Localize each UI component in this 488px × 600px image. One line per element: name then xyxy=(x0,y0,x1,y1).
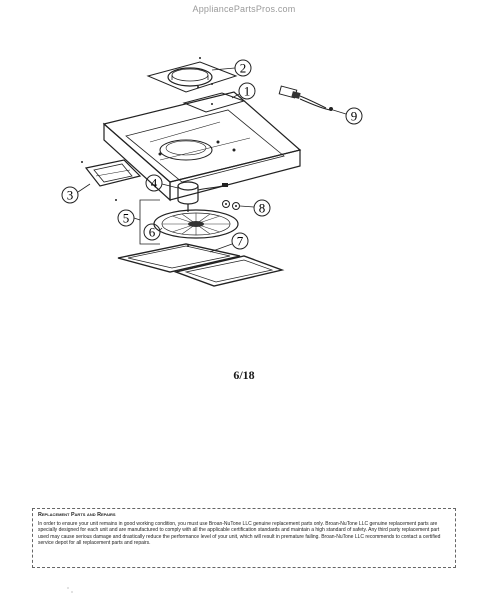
callout-9: 9 xyxy=(351,109,358,124)
callout-1: 1 xyxy=(244,84,251,99)
replacement-parts-notice: Replacement Parts and Repairs In order t… xyxy=(32,508,456,568)
callout-2: 2 xyxy=(240,61,247,76)
callout-markers: 2 1 9 3 4 8 5 6 7 xyxy=(61,59,363,253)
motor xyxy=(177,181,228,212)
notice-body: In order to ensure your unit remains in … xyxy=(38,520,441,547)
grease-filters xyxy=(117,243,285,287)
light-lens xyxy=(81,159,142,201)
callout-8: 8 xyxy=(259,201,266,216)
callout-7: 7 xyxy=(237,234,244,249)
scan-marks xyxy=(67,587,73,593)
page-number: 6/18 xyxy=(233,368,255,382)
wiring-harness xyxy=(278,85,333,111)
light-sockets xyxy=(222,200,240,210)
blower-wheel xyxy=(153,209,239,247)
callout-5: 5 xyxy=(123,211,130,226)
range-hood-body xyxy=(102,91,302,202)
notice-title: Replacement Parts and Repairs xyxy=(38,512,116,518)
watermark: AppliancePartsPros.com xyxy=(192,4,296,14)
callout-6: 6 xyxy=(149,225,156,240)
damper-plate xyxy=(146,57,238,93)
callout-4: 4 xyxy=(151,176,158,191)
callout-3: 3 xyxy=(67,188,74,203)
